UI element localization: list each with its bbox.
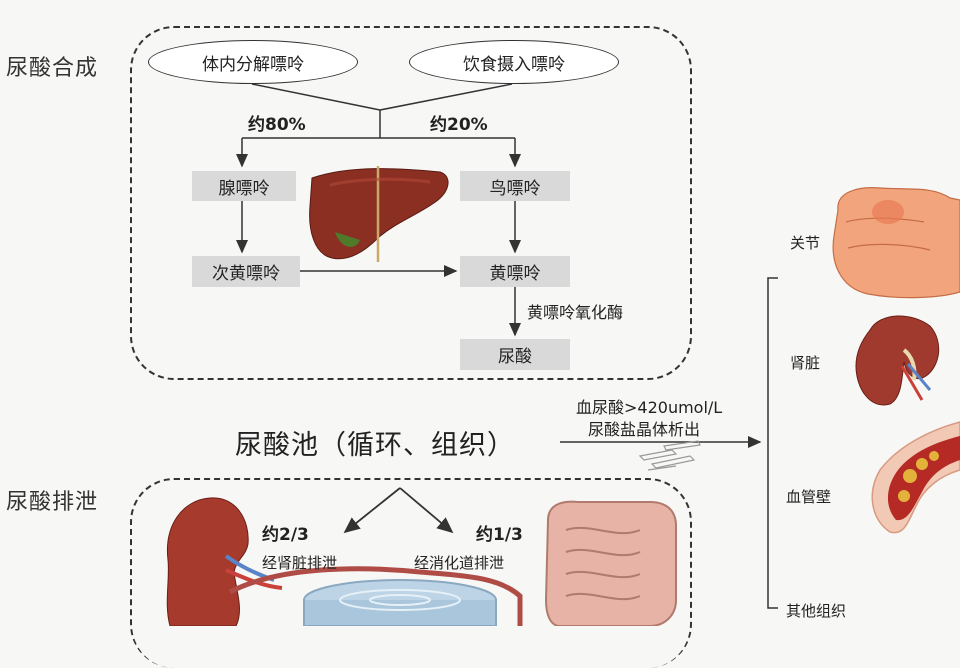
gut-fraction: 约1/3: [476, 525, 523, 545]
enzyme-label: 黄嘌呤氧化酶: [527, 303, 624, 322]
kidney-route: 经肾脏排泄: [262, 554, 338, 572]
excretion-box: [130, 478, 692, 668]
kidney-icon: [855, 315, 940, 406]
site-other-tissue: 其他组织: [786, 602, 847, 620]
site-vessel-wall: 血管壁: [786, 488, 832, 506]
blood-vessel-icon: [871, 421, 960, 534]
adenine-node: 腺嘌呤: [192, 171, 296, 201]
synthesis-section-label: 尿酸合成: [6, 56, 99, 81]
synthesis-box: [130, 26, 692, 380]
hypoxanthine-node: 次黄嘌呤: [192, 256, 300, 287]
xanthine-node: 黄嘌呤: [460, 256, 570, 287]
joint-fist-icon: [832, 187, 960, 299]
crystal-condition: 尿酸盐晶体析出: [588, 420, 701, 439]
flow-arrows: [166, 83, 960, 626]
water-bowl-icon: [303, 579, 497, 626]
site-kidney: 肾脏: [790, 354, 821, 372]
liver-icon: [309, 166, 449, 262]
uric-acid-pool-label: 尿酸池（循环、组织）: [235, 430, 515, 461]
guanine-node: 鸟嘌呤: [460, 171, 570, 201]
threshold-condition: 血尿酸>420umol/L: [576, 398, 723, 417]
gut-route: 经消化道排泄: [414, 554, 505, 572]
dietary-percent: 约20%: [430, 115, 488, 135]
uric-acid-node: 尿酸: [460, 339, 570, 370]
excretion-section-label: 尿酸排泄: [6, 490, 99, 515]
uric-acid-diagram: 尿酸合成 尿酸排泄: [6, 26, 960, 668]
crystal-icon: [638, 440, 701, 471]
kidney-fraction: 约2/3: [262, 525, 309, 545]
endogenous-purine-node: 体内分解嘌呤: [148, 40, 358, 84]
site-joint: 关节: [790, 234, 821, 252]
dietary-purine-node: 饮食摄入嘌呤: [409, 40, 619, 84]
intestine-icon: [544, 500, 677, 626]
endogenous-percent: 约80%: [248, 115, 306, 135]
